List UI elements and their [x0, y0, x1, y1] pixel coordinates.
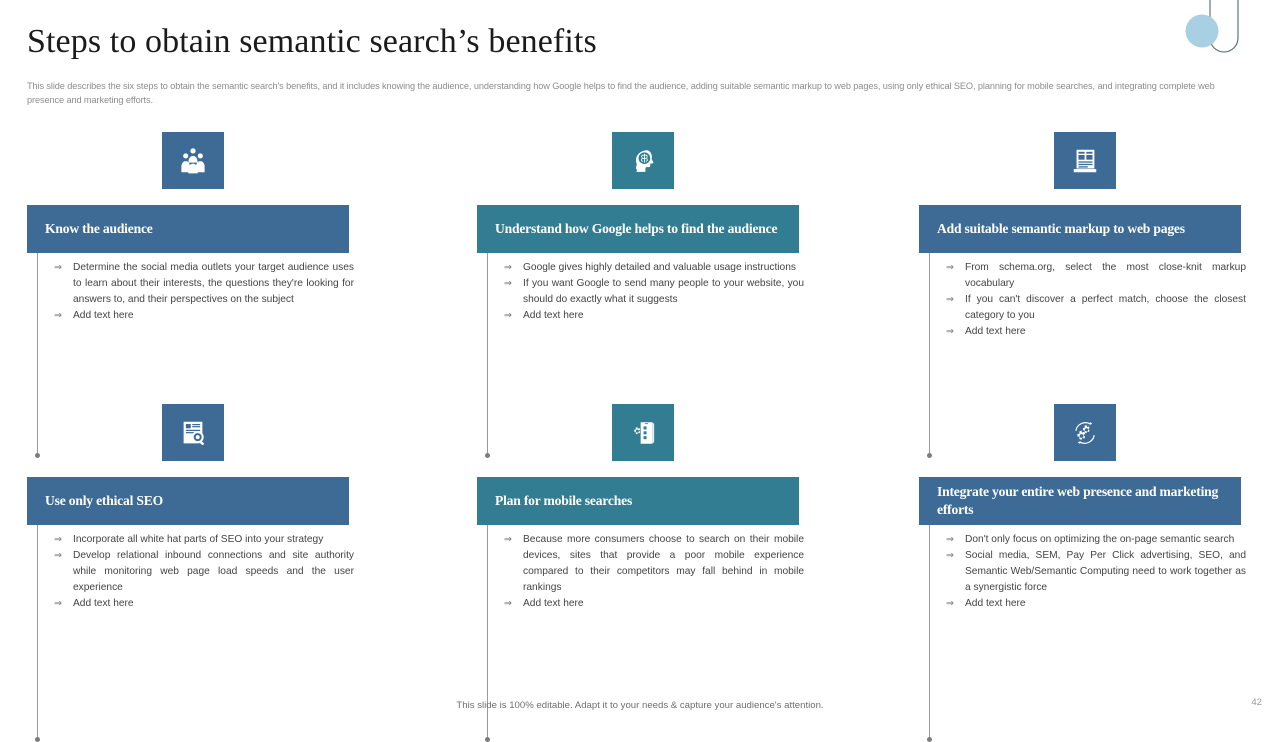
- connector-end-dot: [485, 453, 490, 458]
- page-title: Steps to obtain semantic search’s benefi…: [27, 23, 597, 60]
- step-bullet-list: ⇒ From schema.org, select the most close-…: [946, 260, 1246, 341]
- step-bullet-list: ⇒ Determine the social media outlets your…: [54, 260, 354, 324]
- bullet-text: Add text here: [73, 310, 134, 322]
- bullet-text: Google gives highly detailed and valuabl…: [523, 262, 796, 273]
- step-bullet-list: ⇒ Incorporate all white hat parts of SEO …: [54, 532, 354, 613]
- bullet-text: Determine the social media outlets your …: [73, 262, 354, 306]
- connector-end-dot: [35, 737, 40, 742]
- step-bullet-list: ⇒ Don't only focus on optimizing the on-p…: [946, 532, 1246, 613]
- step-connector-line: [927, 205, 932, 458]
- bullet-text: Don't only focus on optimizing the on-pa…: [965, 534, 1235, 545]
- step-header-bar: Integrate your entire web presence and m…: [919, 477, 1241, 525]
- step-header-bar: Understand how Google helps to find the …: [477, 205, 799, 253]
- connector-end-dot: [927, 453, 932, 458]
- steps-row-top: Know the audience ⇒ Determine the social …: [0, 132, 1280, 458]
- list-item: ⇒ Google gives highly detailed and valuab…: [504, 260, 804, 276]
- list-item: ⇒ If you can't discover a perfect match, …: [946, 292, 1246, 324]
- arrow-bullet-icon: ⇒: [946, 294, 955, 306]
- steps-grid: Know the audience ⇒ Determine the social …: [0, 132, 1280, 742]
- arrow-bullet-icon: ⇒: [504, 534, 513, 545]
- list-item: ⇒ Social media, SEM, Pay Per Click advert…: [946, 548, 1246, 596]
- arrow-bullet-icon: ⇒: [54, 534, 63, 545]
- step-header-bar: Know the audience: [27, 205, 349, 253]
- icon-tile: [162, 404, 224, 461]
- bullet-text: Add text here: [73, 598, 134, 610]
- connector-end-dot: [485, 737, 490, 742]
- document-search-icon: [178, 418, 208, 448]
- list-item: ⇒ Determine the social media outlets your…: [54, 260, 354, 308]
- connector-end-dot: [35, 453, 40, 458]
- list-item: ⇒ Add text here: [504, 308, 804, 324]
- list-item: ⇒ From schema.org, select the most close-…: [946, 260, 1246, 292]
- list-item: ⇒ Don't only focus on optimizing the on-p…: [946, 532, 1246, 548]
- step-title: Use only ethical SEO: [45, 493, 163, 509]
- arrow-bullet-icon: ⇒: [946, 598, 955, 610]
- step-title: Know the audience: [45, 221, 153, 237]
- arrow-bullet-icon: ⇒: [504, 278, 513, 290]
- bullet-text: If you want Google to send many people t…: [523, 278, 804, 306]
- list-item: ⇒ If you want Google to send many people …: [504, 276, 804, 308]
- web-page-markup-icon: [1070, 146, 1100, 176]
- step-title: Integrate your entire web presence and m…: [937, 484, 1219, 517]
- step-header-bar: Use only ethical SEO: [27, 477, 349, 525]
- arrow-bullet-icon: ⇒: [946, 550, 955, 562]
- bullet-text: Add text here: [965, 326, 1026, 338]
- people-group-icon: [178, 146, 208, 176]
- bullet-text: Social media, SEM, Pay Per Click adverti…: [965, 550, 1246, 594]
- step-bullet-list: ⇒ Because more consumers choose to search…: [504, 532, 804, 613]
- icon-tile: [1054, 404, 1116, 461]
- mobile-settings-icon: [628, 418, 658, 448]
- bullet-text: Add text here: [523, 310, 584, 322]
- bullet-text: Add text here: [523, 598, 584, 610]
- step-connector-line: [485, 205, 490, 458]
- arrow-bullet-icon: ⇒: [54, 550, 63, 562]
- arrow-bullet-icon: ⇒: [504, 598, 513, 610]
- list-item: ⇒ Add text here: [504, 596, 804, 612]
- arrow-bullet-icon: ⇒: [504, 310, 513, 322]
- arrow-bullet-icon: ⇒: [946, 326, 955, 338]
- bullet-text: Incorporate all white hat parts of SEO i…: [73, 534, 324, 545]
- list-item: ⇒ Add text here: [54, 596, 354, 612]
- connector-end-dot: [927, 737, 932, 742]
- step-connector-line: [35, 205, 40, 458]
- page-subtitle: This slide describes the six steps to ob…: [27, 81, 1215, 106]
- bullet-text: Develop relational inbound connections a…: [73, 550, 354, 594]
- corner-ornament: [1178, 0, 1258, 62]
- step-title: Add suitable semantic markup to web page…: [937, 221, 1185, 237]
- gears-sync-icon: [1070, 418, 1100, 448]
- icon-tile: [612, 404, 674, 461]
- brain-head-icon: [628, 146, 658, 176]
- steps-row-bottom: Use only ethical SEO ⇒ Incorporate all wh…: [0, 404, 1280, 742]
- step-bullet-list: ⇒ Google gives highly detailed and valuab…: [504, 260, 804, 324]
- list-item: ⇒ Incorporate all white hat parts of SEO …: [54, 532, 354, 548]
- arrow-bullet-icon: ⇒: [946, 262, 955, 273]
- step-title: Plan for mobile searches: [495, 493, 633, 509]
- list-item: ⇒ Develop relational inbound connections …: [54, 548, 354, 596]
- page-number: 42: [1251, 697, 1262, 708]
- bullet-text: Add text here: [965, 598, 1026, 610]
- arrow-bullet-icon: ⇒: [504, 262, 513, 273]
- list-item: ⇒ Add text here: [54, 308, 354, 324]
- icon-tile: [162, 132, 224, 189]
- list-item: ⇒ Because more consumers choose to search…: [504, 532, 804, 596]
- icon-tile: [1054, 132, 1116, 189]
- bullet-text: From schema.org, select the most close-k…: [965, 262, 1246, 290]
- list-item: ⇒ Add text here: [946, 324, 1246, 340]
- icon-tile: [612, 132, 674, 189]
- step-header-bar: Plan for mobile searches: [477, 477, 799, 525]
- list-item: ⇒ Add text here: [946, 596, 1246, 612]
- step-header-bar: Add suitable semantic markup to web page…: [919, 205, 1241, 253]
- editable-note: This slide is 100% editable. Adapt it to…: [456, 700, 824, 711]
- arrow-bullet-icon: ⇒: [946, 534, 955, 545]
- arrow-bullet-icon: ⇒: [54, 262, 63, 273]
- arrow-bullet-icon: ⇒: [54, 310, 63, 322]
- step-title: Understand how Google helps to find the …: [495, 221, 778, 237]
- arrow-bullet-icon: ⇒: [54, 598, 63, 610]
- bullet-text: Because more consumers choose to search …: [523, 534, 804, 594]
- bullet-text: If you can't discover a perfect match, c…: [965, 294, 1246, 322]
